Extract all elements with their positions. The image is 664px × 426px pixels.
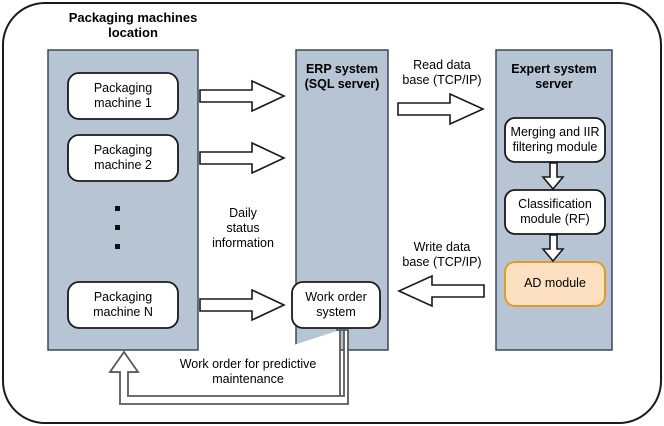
edge-label-daily-status: Daily status information [212,206,274,250]
node-ad-module [504,261,606,307]
label-merging-iir-filtering-module: Merging and IIR filtering module [510,125,600,154]
node-packaging-machine-2 [67,134,179,182]
label-packaging-machine-2: Packaging machine 2 [93,143,153,172]
label-work-order-system: Work order system [305,290,367,319]
ellipsis-dot-3 [115,244,120,249]
label-packaging-machine-1: Packaging machine 1 [93,81,153,110]
node-packaging-machine-1 [67,72,179,120]
container-title-erp-system: ERP system (SQL server) [304,62,380,91]
node-packaging-machine-n [67,281,179,329]
label-ad-module: AD module [524,276,586,290]
arrow-read-database [397,92,485,126]
node-classification-module [504,189,606,235]
arrow-merging-to-classification [541,162,565,191]
feedback-arrow-outline [108,329,349,405]
node-work-order-system [291,281,381,329]
diagram-title: Packaging machines location [68,10,198,41]
arrow-machine-2-to-erp [199,141,286,175]
label-classification-module: Classification module (RF) [518,197,592,226]
arrow-machine-n-to-erp [199,288,286,322]
edge-label-write-database: Write data base (TCP/IP) [402,240,482,269]
node-merging-iir-filtering-module [504,117,606,163]
label-packaging-machine-n: Packaging machine N [93,290,153,319]
edge-label-work-order-feedback: Work order for predictive maintenance [179,357,317,386]
ellipsis-dot-2 [115,225,120,230]
arrow-machine-1-to-erp [199,79,286,113]
edge-label-read-database: Read data base (TCP/IP) [402,58,482,87]
arrow-write-database [397,274,485,308]
ellipsis-dot-1 [115,206,120,211]
container-title-expert-system-server: Expert system server [511,62,597,91]
arrow-classification-to-ad-module [541,234,565,263]
